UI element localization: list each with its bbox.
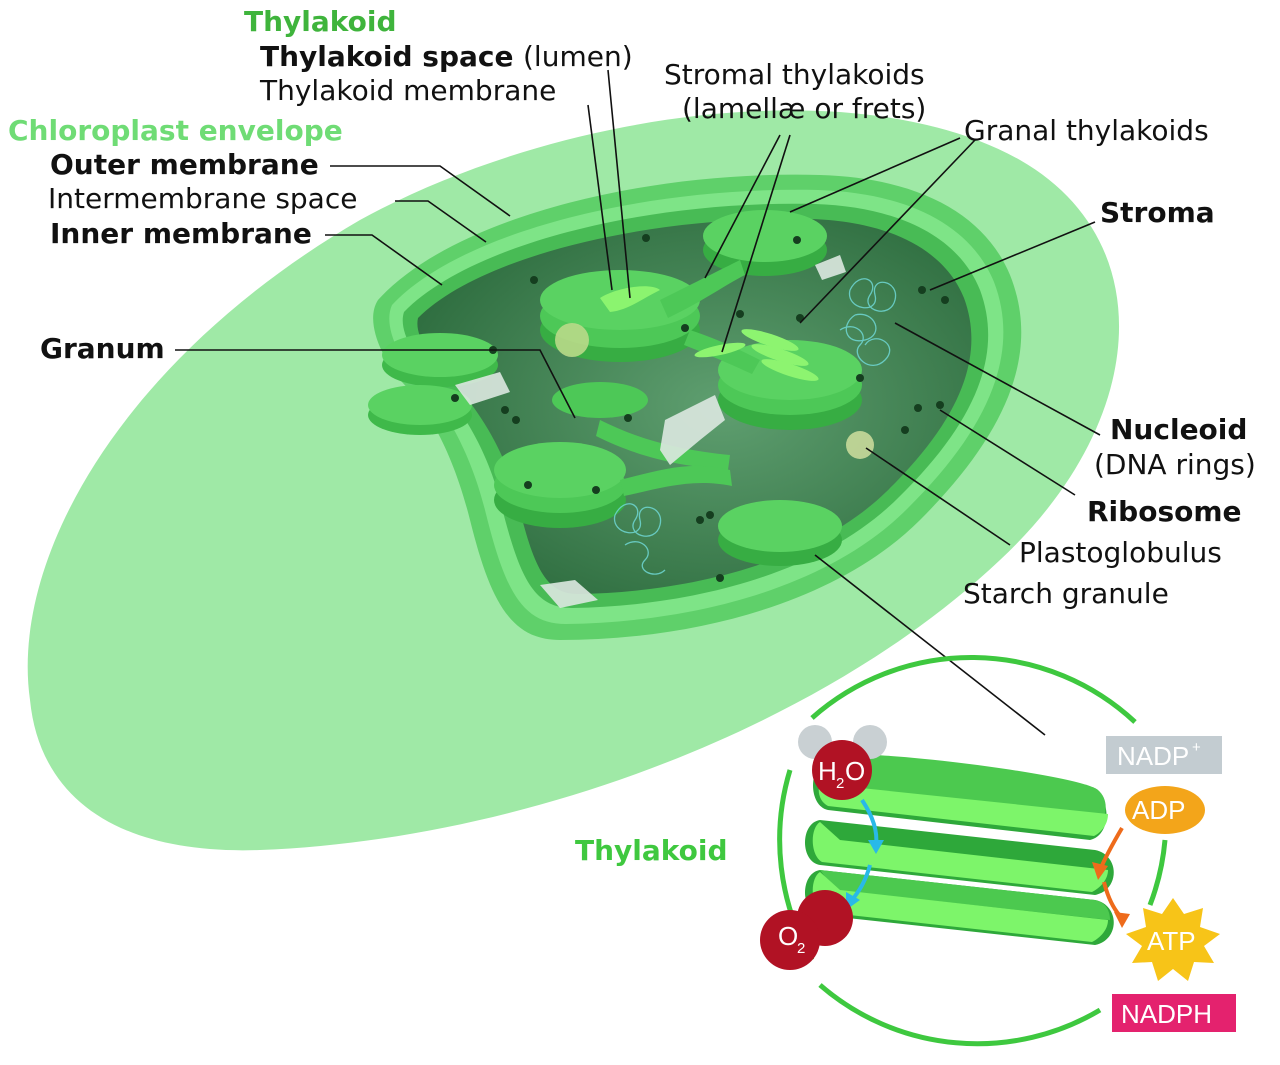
- granum-label: Granum: [40, 332, 165, 365]
- thylakoid-membrane-label: Thylakoid membrane: [259, 74, 556, 107]
- thylakoid-detail-title: Thylakoid: [575, 834, 728, 867]
- atp-label: ATP: [1147, 926, 1196, 956]
- water-label-sub: 2: [836, 775, 844, 792]
- nadph-label: NADPH: [1121, 999, 1212, 1029]
- chloroplast-envelope-header: Chloroplast envelope: [8, 114, 343, 147]
- thylakoid-stack: [805, 754, 1114, 945]
- nadp-plus-sup: +: [1192, 739, 1201, 756]
- thylakoid-detail: H 2 O O 2 NADP + ADP: [760, 655, 1236, 1047]
- thylakoid-lumen: [600, 286, 660, 312]
- thylakoid-header: Thylakoid: [244, 5, 397, 38]
- stroma-label: Stroma: [1100, 196, 1215, 229]
- adp-capsule: [1125, 786, 1205, 834]
- plastoglobulus-label: Plastoglobulus: [1019, 536, 1222, 569]
- nucleoid-label: Nucleoid: [1110, 413, 1247, 446]
- adp-label: ADP: [1132, 795, 1185, 825]
- stromal-thylakoids-note: (lamellæ or frets): [682, 92, 926, 125]
- oxygen-molecule: O 2: [760, 890, 853, 970]
- granal-thylakoids-label: Granal thylakoids: [964, 114, 1209, 147]
- oxygen-label-sub: 2: [797, 940, 805, 957]
- nadp-plus-label: NADP: [1117, 741, 1189, 771]
- starch-granules: [455, 255, 846, 608]
- nadph-box: [1112, 994, 1236, 1032]
- stromal-lamellae: [694, 329, 819, 381]
- nucleoid-dna-rings: [614, 278, 897, 575]
- nucleoid-note: (DNA rings): [1094, 448, 1256, 481]
- water-label-o: O: [845, 756, 865, 786]
- electron-arrowhead-1: [868, 840, 884, 854]
- atp-starburst: [1126, 898, 1220, 981]
- plastoglobulus: [555, 323, 589, 357]
- intermembrane-space-label: Intermembrane space: [48, 182, 357, 215]
- starch-granule-label: Starch granule: [963, 577, 1169, 610]
- ribosome-label: Ribosome: [1087, 495, 1242, 528]
- ribosomes: [451, 234, 949, 582]
- water-label-h: H: [818, 756, 837, 786]
- orange-arrowhead-2: [1114, 912, 1130, 928]
- inner-membrane-label: Inner membrane: [50, 217, 312, 250]
- oxygen-label-o: O: [778, 921, 798, 951]
- leader-lines: [175, 69, 1101, 736]
- thylakoid-space-note: (lumen): [523, 40, 633, 73]
- orange-arrowhead-1: [1092, 862, 1108, 880]
- outer-membrane-label: Outer membrane: [50, 148, 319, 181]
- thylakoid-space-label: Thylakoid space: [260, 40, 513, 73]
- water-molecule: H 2 O: [798, 725, 887, 800]
- stromal-thylakoids-label: Stromal thylakoids: [664, 58, 925, 91]
- nadp-plus-box: [1106, 736, 1222, 774]
- plastoglobulus-2: [846, 431, 874, 459]
